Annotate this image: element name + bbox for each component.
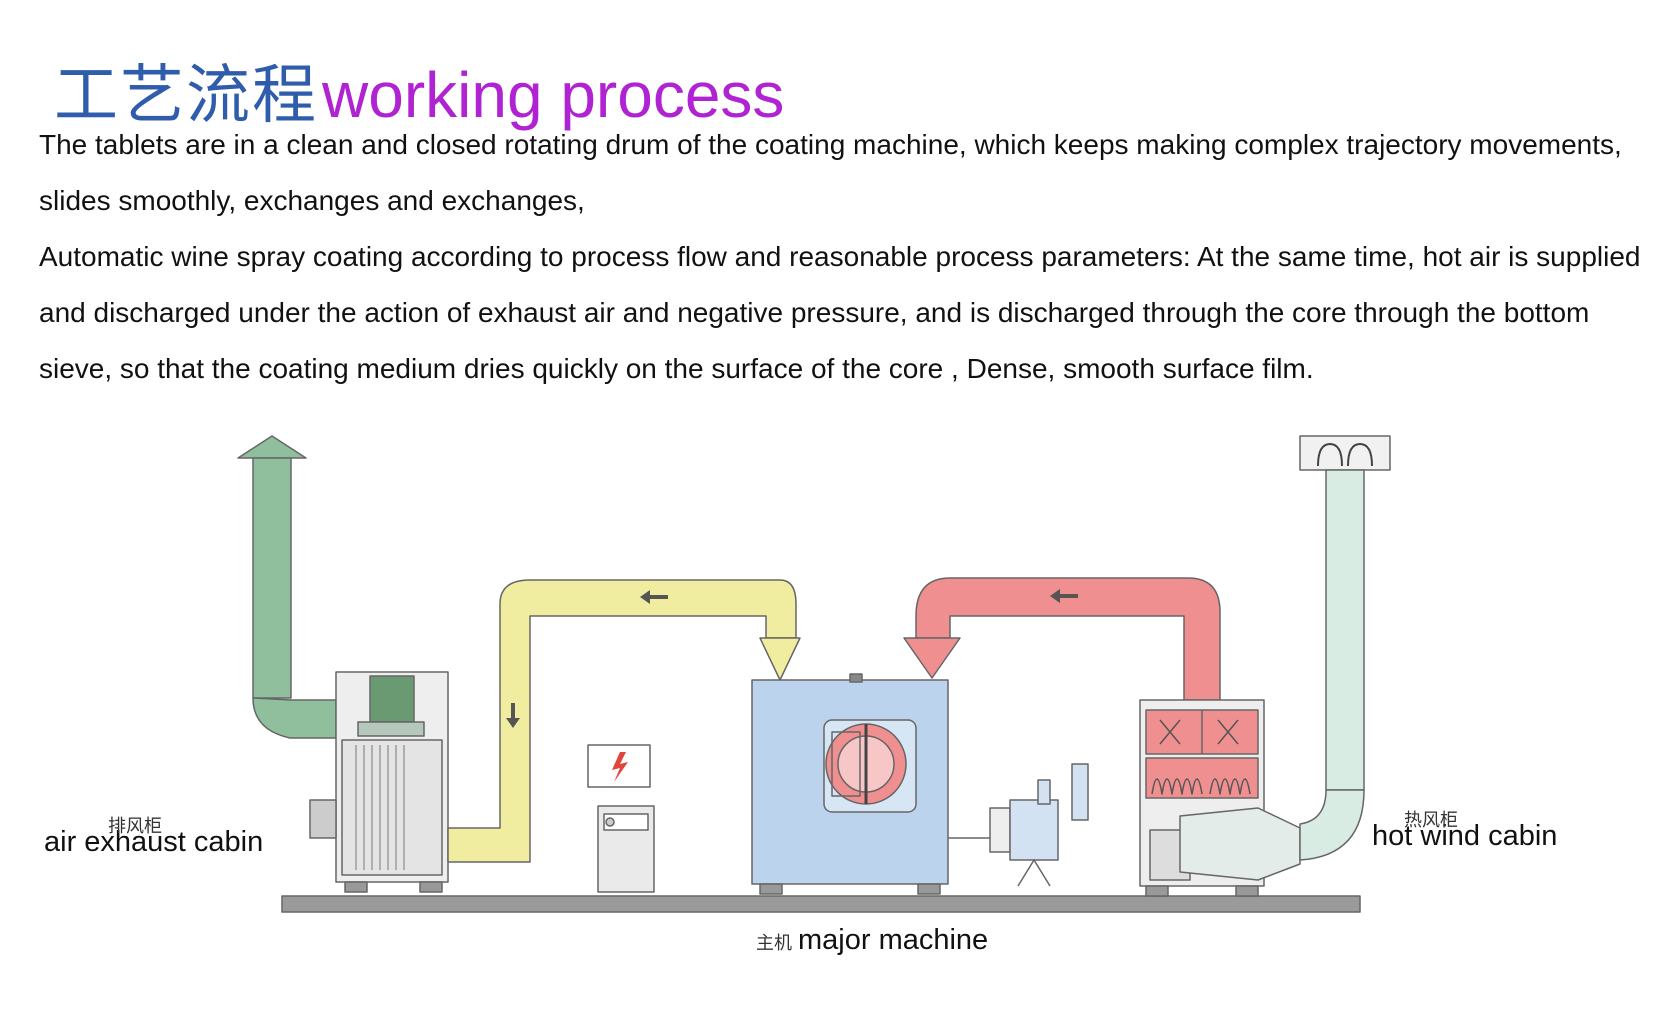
page-title: 工艺流程working process bbox=[54, 44, 784, 133]
control-cabinet bbox=[587, 744, 655, 893]
spray-pump bbox=[948, 763, 1089, 887]
base-rail bbox=[281, 895, 1361, 913]
major-machine bbox=[751, 673, 949, 895]
return-duct bbox=[447, 579, 801, 863]
label-hot-wind-cabin-zh: 热风柜 bbox=[1404, 810, 1458, 831]
air-exhaust-unit bbox=[309, 671, 449, 893]
hot-air-duct bbox=[903, 577, 1221, 701]
hot-wind-cabin bbox=[1139, 699, 1301, 897]
label-air-exhaust-cabin-zh: 排风柜 bbox=[108, 816, 162, 837]
label-air-exhaust-cabin: 排风柜 air exhaust cabin bbox=[44, 816, 264, 859]
title-chinese: 工艺流程 bbox=[54, 59, 318, 133]
label-major-machine: 主机 major machine bbox=[756, 924, 988, 957]
label-air-exhaust-cabin-en: air exhaust cabin bbox=[44, 826, 264, 858]
label-hot-wind-cabin: 热风柜 hot wind cabin bbox=[1372, 810, 1558, 853]
label-major-machine-zh: 主机 bbox=[756, 933, 792, 954]
exhaust-stack bbox=[237, 435, 337, 739]
intro-paragraph-1: The tablets are in a clean and closed ro… bbox=[39, 129, 1622, 216]
intro-text: The tablets are in a clean and closed ro… bbox=[39, 117, 1655, 397]
intake-duct bbox=[1299, 435, 1391, 861]
title-english: working process bbox=[322, 59, 785, 131]
intro-paragraph-2: Automatic wine spray coating according t… bbox=[39, 241, 1641, 384]
label-major-machine-en: major machine bbox=[798, 924, 989, 956]
label-hot-wind-cabin-en: hot wind cabin bbox=[1372, 820, 1558, 852]
